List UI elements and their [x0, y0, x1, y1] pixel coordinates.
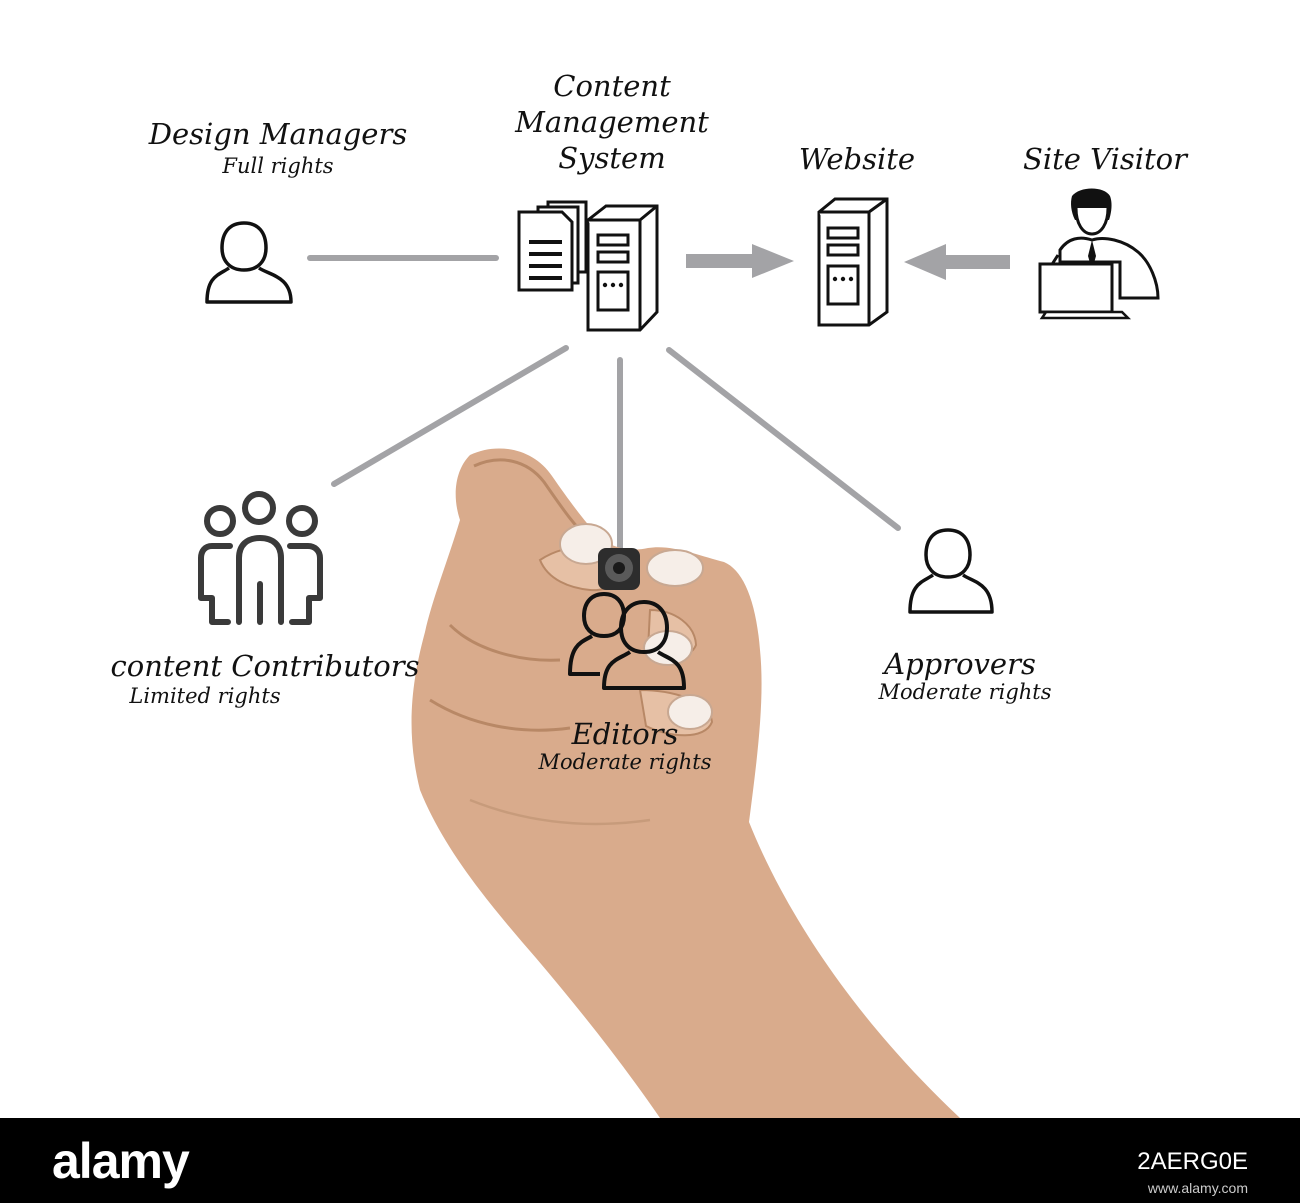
diagram-canvas: Design Managers Full rights Content Mana… [110, 69, 1188, 1118]
arrow-visitor-to-website [904, 244, 1010, 280]
content-contributors-subtitle: Limited rights [129, 684, 281, 708]
documents-server-icon [517, 200, 659, 332]
watermark-url: www.alamy.com [1147, 1180, 1248, 1196]
connector-cms-to-approvers [666, 347, 901, 531]
connector-cms-to-contributors [331, 345, 569, 487]
approvers-subtitle: Moderate rights [878, 680, 1052, 704]
arrow-cms-to-website [686, 244, 794, 278]
diagram-svg [198, 188, 1160, 1118]
watermark-logo: alamy [52, 1133, 190, 1189]
marker-pen [598, 548, 640, 590]
approvers-title: Approvers [884, 647, 1036, 681]
editors-subtitle: Moderate rights [538, 750, 712, 774]
hand-image [411, 448, 961, 1118]
design-managers-title: Design Managers [148, 117, 408, 151]
design-managers-subtitle: Full rights [222, 154, 334, 178]
cms-title-line-2: Management [515, 105, 709, 139]
editors-title: Editors [571, 717, 679, 751]
site-visitor-title: Site Visitor [1022, 142, 1188, 176]
content-contributors-title: content Contributors [110, 649, 420, 683]
server-icon [817, 197, 889, 327]
cms-title-line-3: System [558, 141, 666, 175]
person-icon [908, 528, 994, 614]
website-title: Website [798, 142, 916, 176]
group-icon [198, 491, 323, 625]
watermark-image-id: 2AERG0E [1137, 1148, 1248, 1175]
two-persons-icon [568, 592, 686, 690]
watermark-bar: alamy 2AERG0E www.alamy.com [0, 1118, 1300, 1203]
person-icon [205, 221, 293, 304]
cms-title-line-1: Content [553, 69, 671, 103]
person-laptop-icon [1038, 188, 1160, 320]
